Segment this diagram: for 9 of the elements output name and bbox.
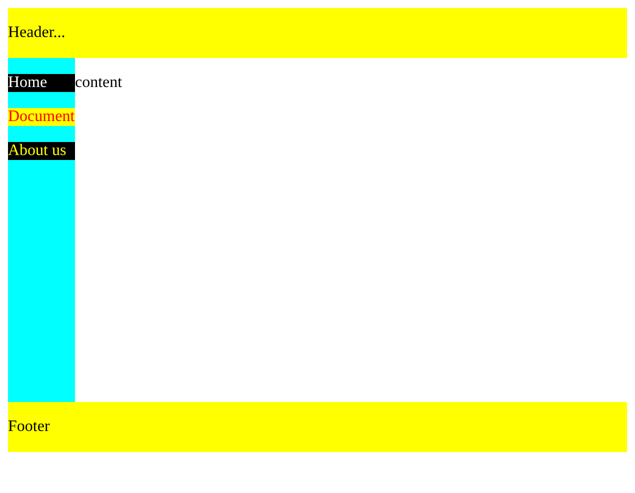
- sidebar: [8, 58, 75, 402]
- nav-link: About us: [8, 142, 75, 160]
- nav-link: Home: [8, 74, 75, 92]
- section-label: Footer: [8, 418, 50, 436]
- header-bar: [8, 8, 627, 58]
- nav-link: Document: [8, 108, 75, 126]
- content-text: content: [75, 74, 122, 92]
- section-label: Header...: [8, 24, 66, 42]
- footer-bar: [8, 402, 627, 452]
